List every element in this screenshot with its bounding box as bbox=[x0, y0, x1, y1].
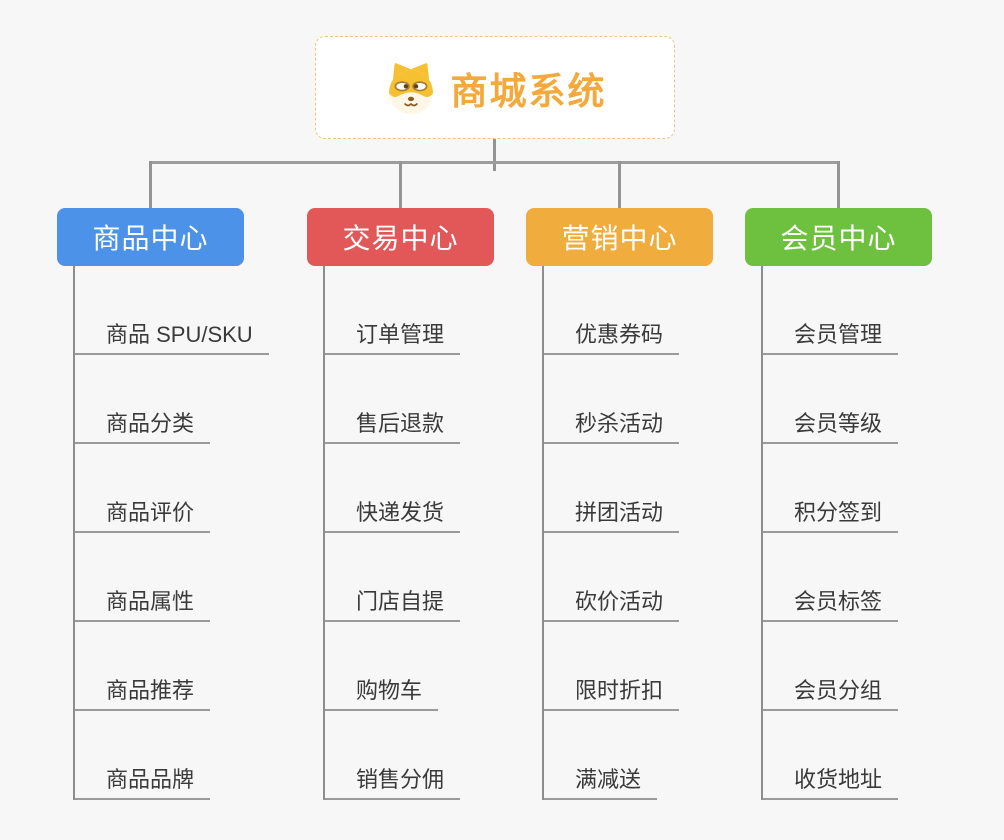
branch-item[interactable]: 优惠券码 bbox=[544, 266, 680, 355]
branch-label: 营销中心 bbox=[561, 223, 678, 254]
connector-root-drop bbox=[493, 139, 496, 171]
connector-branch-drop bbox=[618, 161, 621, 208]
branch-item[interactable]: 收货地址 bbox=[763, 711, 899, 800]
branch-1: 交易中心 订单管理售后退款快递发货门店自提购物车销售分佣 bbox=[307, 161, 494, 800]
dog-icon bbox=[384, 61, 438, 115]
branch-item[interactable]: 商品推荐 bbox=[75, 622, 211, 711]
connector-branch-drop bbox=[837, 161, 840, 208]
branch-2: 营销中心 优惠券码秒杀活动拼团活动砍价活动限时折扣满减送 bbox=[526, 161, 713, 800]
branch-item[interactable]: 拼团活动 bbox=[544, 444, 680, 533]
branch-item[interactable]: 商品分类 bbox=[75, 355, 211, 444]
branch-item[interactable]: 门店自提 bbox=[325, 533, 461, 622]
branch-item[interactable]: 快递发货 bbox=[325, 444, 461, 533]
branch-item[interactable]: 会员分组 bbox=[763, 622, 899, 711]
branch-item[interactable]: 商品 SPU/SKU bbox=[75, 266, 269, 355]
branch-item[interactable]: 会员管理 bbox=[763, 266, 899, 355]
branch-item[interactable]: 商品评价 bbox=[75, 444, 211, 533]
root-title: 商城系统 bbox=[450, 70, 607, 112]
branch-item[interactable]: 限时折扣 bbox=[544, 622, 680, 711]
branch-item[interactable]: 售后退款 bbox=[325, 355, 461, 444]
branch-label: 会员中心 bbox=[780, 223, 897, 254]
branch-item[interactable]: 购物车 bbox=[325, 622, 439, 711]
connector-branch-drop bbox=[399, 161, 402, 208]
branch-items: 优惠券码秒杀活动拼团活动砍价活动限时折扣满减送 bbox=[542, 266, 713, 800]
branch-item[interactable]: 销售分佣 bbox=[325, 711, 461, 800]
branch-3: 会员中心 会员管理会员等级积分签到会员标签会员分组收货地址 bbox=[745, 161, 932, 800]
root-node[interactable]: 商城系统 bbox=[315, 36, 675, 139]
branch-item[interactable]: 会员等级 bbox=[763, 355, 899, 444]
branch-header[interactable]: 交易中心 bbox=[307, 208, 494, 266]
branch-header[interactable]: 商品中心 bbox=[57, 208, 244, 266]
branch-items: 会员管理会员等级积分签到会员标签会员分组收货地址 bbox=[761, 266, 932, 800]
branch-header[interactable]: 会员中心 bbox=[745, 208, 932, 266]
branch-item[interactable]: 满减送 bbox=[544, 711, 658, 800]
connector-horizontal-bar bbox=[149, 161, 840, 164]
branch-label: 交易中心 bbox=[342, 223, 459, 254]
branch-item[interactable]: 积分签到 bbox=[763, 444, 899, 533]
branch-item[interactable]: 商品属性 bbox=[75, 533, 211, 622]
branch-item[interactable]: 会员标签 bbox=[763, 533, 899, 622]
branch-item[interactable]: 商品品牌 bbox=[75, 711, 211, 800]
branch-item[interactable]: 砍价活动 bbox=[544, 533, 680, 622]
branch-item[interactable]: 秒杀活动 bbox=[544, 355, 680, 444]
connector-branch-drop bbox=[149, 161, 152, 208]
branch-header[interactable]: 营销中心 bbox=[526, 208, 713, 266]
branch-items: 订单管理售后退款快递发货门店自提购物车销售分佣 bbox=[323, 266, 494, 800]
branch-label: 商品中心 bbox=[92, 223, 209, 254]
branch-item[interactable]: 订单管理 bbox=[325, 266, 461, 355]
